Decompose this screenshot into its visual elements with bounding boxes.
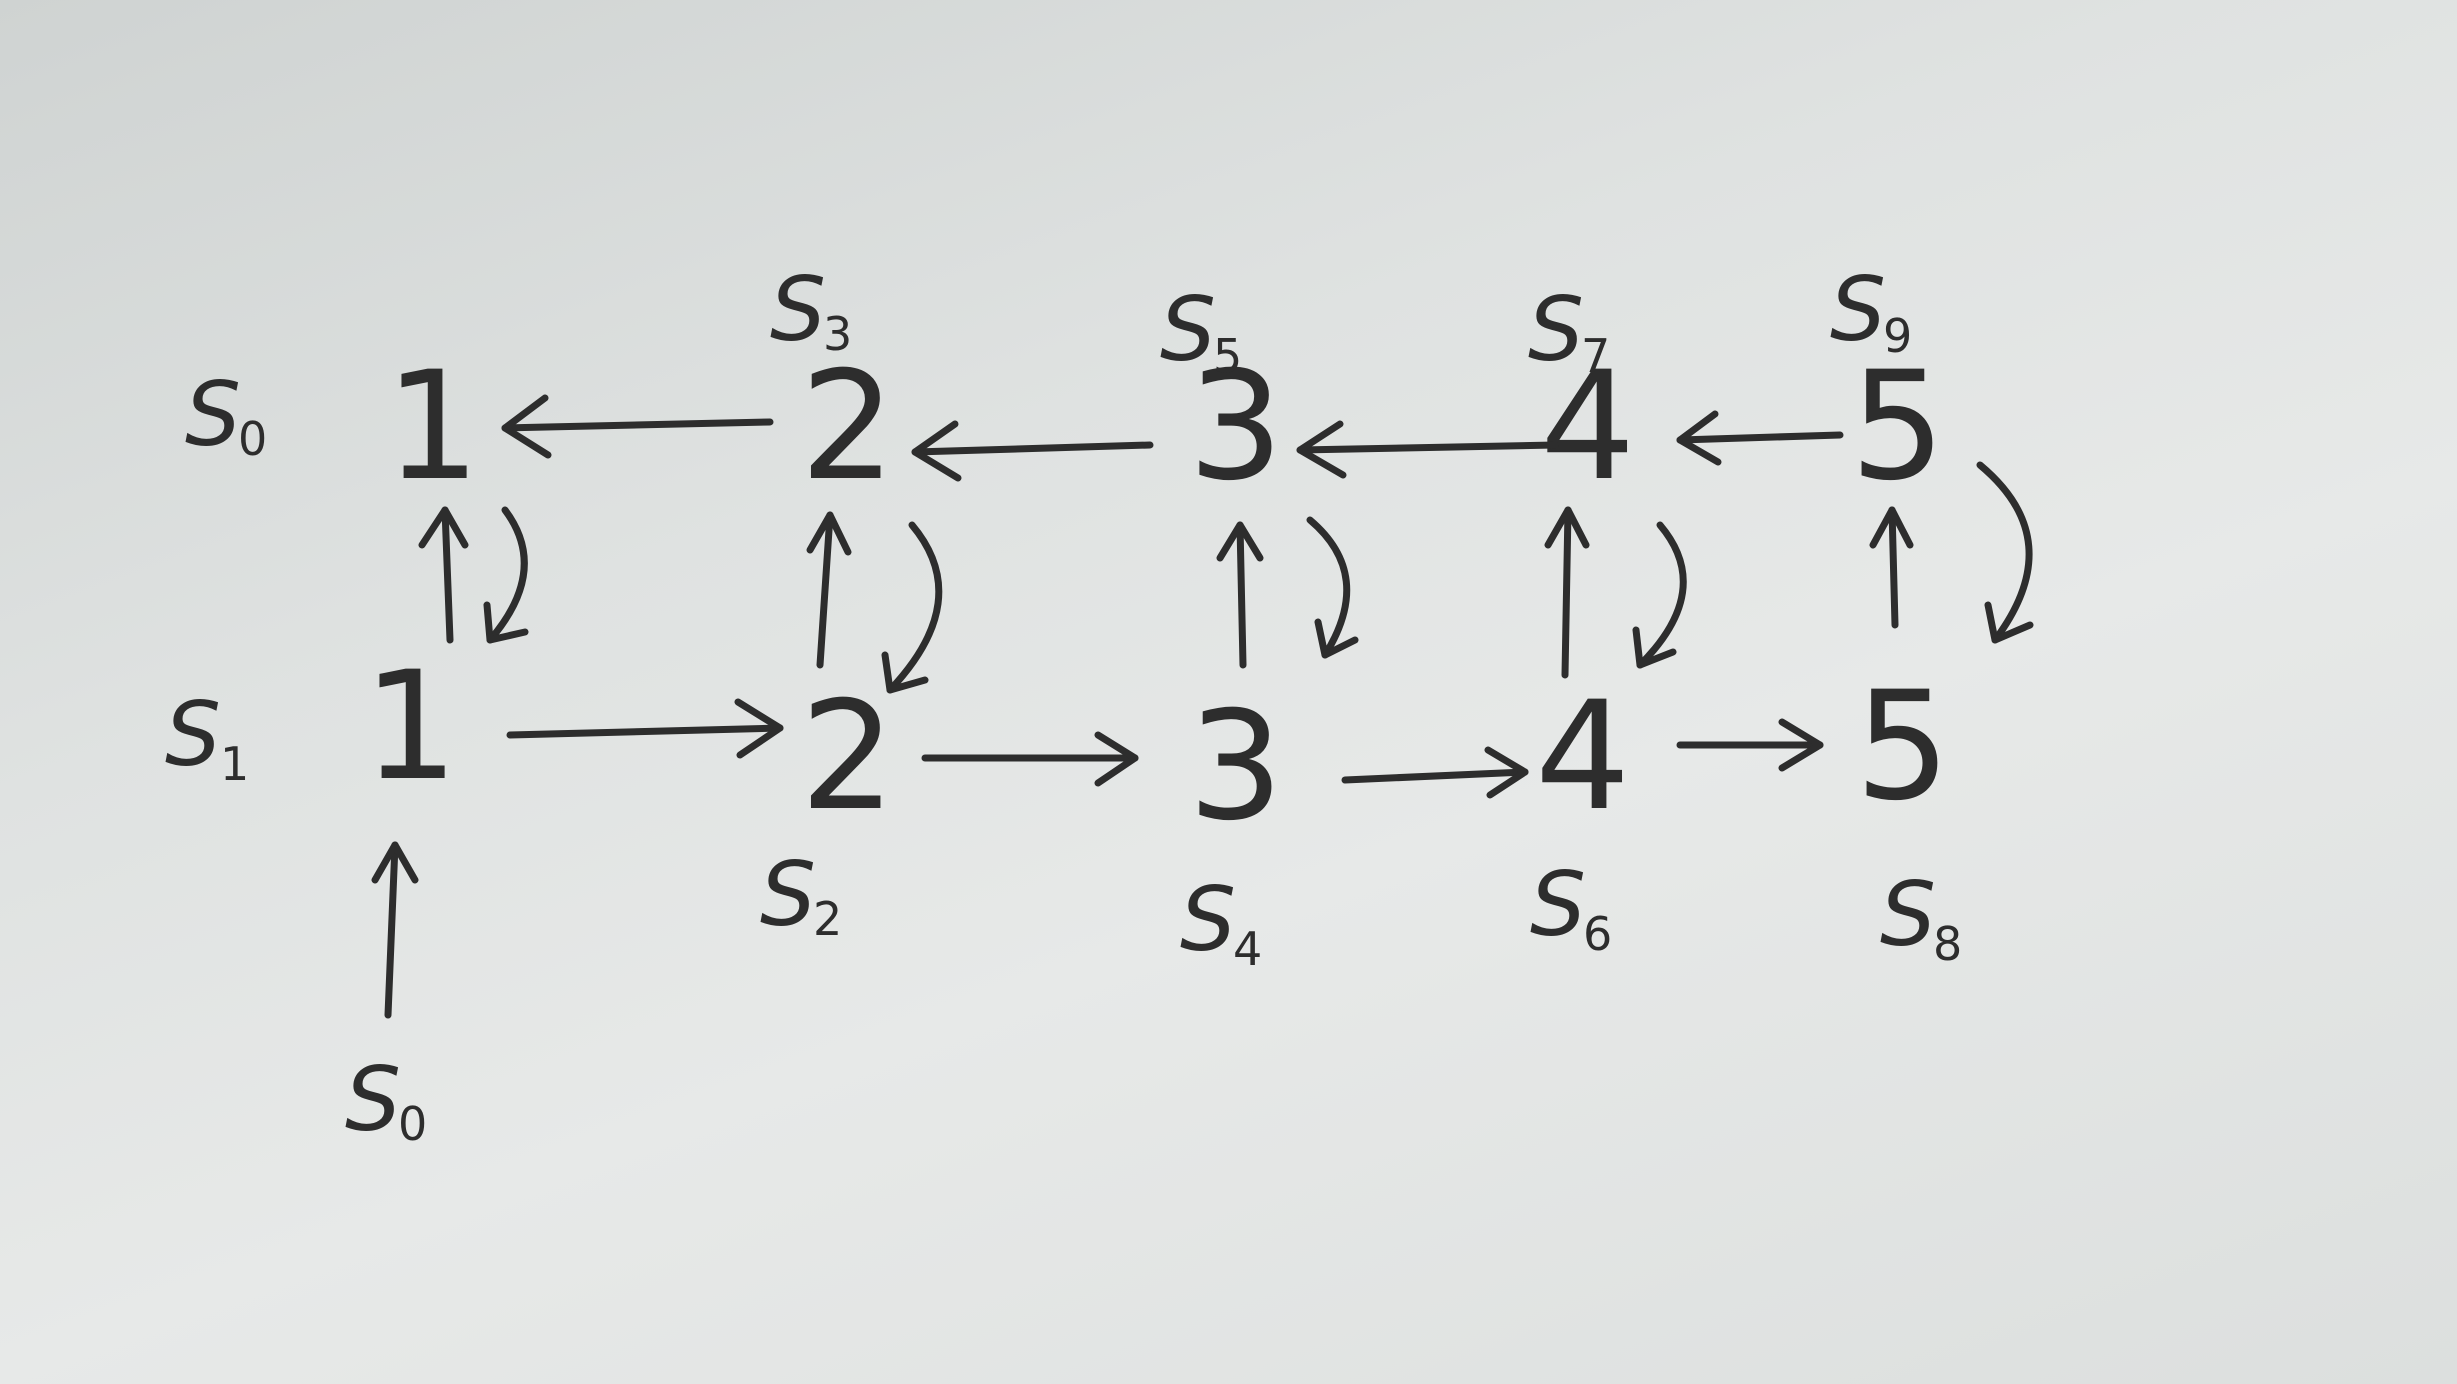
label-start: S 0 bbox=[345, 1048, 427, 1151]
label-bottom-2: S 2 bbox=[760, 843, 842, 946]
svg-text:3: 3 bbox=[823, 307, 852, 361]
svg-text:S: S bbox=[1880, 863, 1936, 966]
arrow-up-4 bbox=[1544, 506, 1590, 679]
arrow-curve-down-3 bbox=[1306, 516, 1359, 659]
label-top-5: S 9 bbox=[1830, 258, 1912, 363]
arrow-top-3-to-2 bbox=[911, 420, 1154, 482]
bottom-node-5: 5 bbox=[1855, 660, 1950, 834]
svg-text:S: S bbox=[345, 1048, 401, 1151]
svg-text:5: 5 bbox=[1213, 329, 1242, 383]
svg-text:0: 0 bbox=[398, 1097, 427, 1151]
top-node-1: 1 bbox=[385, 340, 480, 514]
bottom-node-4: 4 bbox=[1535, 670, 1630, 844]
arrow-bottom-4-to-5 bbox=[1676, 718, 1824, 772]
label-bottom-1: S 1 bbox=[165, 683, 249, 791]
svg-text:S: S bbox=[165, 683, 221, 786]
svg-text:S: S bbox=[185, 363, 241, 466]
bottom-node-2: 2 bbox=[800, 670, 895, 844]
label-bottom-5: S 8 bbox=[1880, 863, 1962, 971]
arrow-up-3 bbox=[1216, 521, 1264, 669]
arrow-bottom-1-to-2 bbox=[506, 698, 784, 759]
svg-text:S: S bbox=[1180, 868, 1236, 971]
top-node-2: 2 bbox=[800, 340, 895, 514]
arrow-curve-down-5 bbox=[1976, 461, 2034, 644]
svg-text:2: 2 bbox=[813, 892, 842, 946]
svg-text:0: 0 bbox=[238, 412, 267, 466]
bottom-node-1: 1 bbox=[363, 640, 458, 814]
arrow-top-4-to-3 bbox=[1296, 420, 1559, 479]
svg-text:7: 7 bbox=[1581, 329, 1610, 383]
svg-text:S: S bbox=[1830, 258, 1886, 361]
arrow-start bbox=[371, 841, 419, 1019]
svg-text:1: 1 bbox=[220, 737, 249, 791]
arrow-up-5 bbox=[1869, 506, 1914, 629]
label-top-1: S 0 bbox=[185, 363, 267, 466]
label-bottom-3: S 4 bbox=[1180, 868, 1262, 976]
arrow-up-1 bbox=[418, 506, 469, 644]
label-bottom-4: S 6 bbox=[1530, 853, 1612, 961]
svg-text:S: S bbox=[1160, 278, 1216, 381]
svg-text:S: S bbox=[1528, 278, 1584, 381]
arrow-bottom-3-to-4 bbox=[1341, 746, 1529, 799]
label-top-3: S 5 bbox=[1160, 278, 1242, 383]
arrow-top-2-to-1 bbox=[501, 394, 774, 459]
svg-text:9: 9 bbox=[1883, 309, 1912, 363]
svg-text:S: S bbox=[770, 258, 826, 361]
svg-text:4: 4 bbox=[1233, 922, 1262, 976]
bottom-node-3: 3 bbox=[1188, 680, 1283, 854]
top-node-4: 4 bbox=[1540, 340, 1635, 514]
arrow-bottom-2-to-3 bbox=[921, 731, 1139, 787]
arrow-top-5-to-4 bbox=[1676, 410, 1844, 466]
svg-text:8: 8 bbox=[1933, 917, 1962, 971]
arrow-up-2 bbox=[806, 511, 852, 669]
arrow-curve-down-4 bbox=[1632, 521, 1687, 669]
svg-text:S: S bbox=[760, 843, 816, 946]
top-node-5: 5 bbox=[1850, 340, 1945, 514]
label-top-4: S 7 bbox=[1528, 278, 1610, 383]
label-top-2: S 3 bbox=[770, 258, 852, 361]
svg-text:S: S bbox=[1530, 853, 1586, 956]
arrow-curve-down-1 bbox=[483, 506, 529, 644]
svg-text:6: 6 bbox=[1583, 907, 1612, 961]
arrow-curve-down-2 bbox=[881, 521, 943, 694]
top-node-3: 3 bbox=[1188, 340, 1283, 514]
